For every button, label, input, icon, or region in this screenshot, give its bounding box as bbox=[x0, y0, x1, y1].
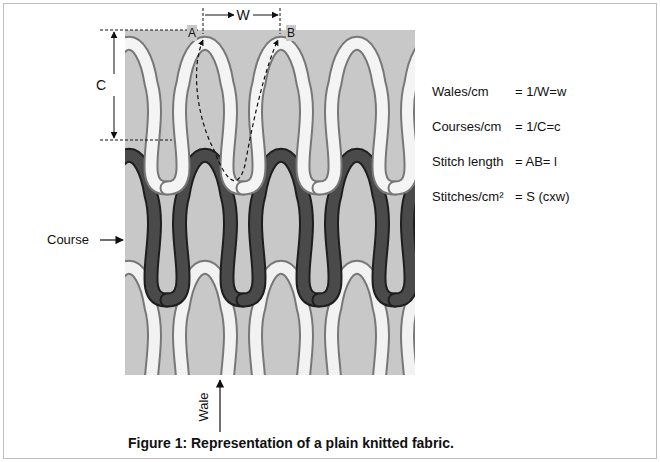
wale-arrow bbox=[219, 380, 220, 432]
knit-loop bbox=[243, 43, 319, 188]
knit-loop bbox=[319, 43, 395, 188]
figure-caption: Figure 1: Representation of a plain knit… bbox=[128, 434, 454, 452]
knit-loop bbox=[395, 43, 415, 188]
point-label: A bbox=[187, 25, 197, 41]
dimension-tick bbox=[100, 140, 172, 141]
fabric-ground bbox=[125, 30, 415, 375]
direction-label: Course bbox=[47, 232, 89, 248]
definition-value: = AB= l bbox=[515, 154, 557, 170]
dimension-arrow bbox=[205, 15, 234, 16]
definition-value: = 1/C=c bbox=[515, 119, 561, 135]
knit-loop bbox=[243, 43, 319, 188]
dimension-arrow bbox=[253, 15, 278, 16]
definition-term: Courses/cm bbox=[432, 119, 501, 135]
dimension-label: C bbox=[96, 77, 106, 93]
definition-value: = S (cxw) bbox=[515, 189, 570, 205]
knit-loop bbox=[319, 43, 395, 188]
definition-term: Wales/cm bbox=[432, 84, 489, 100]
definition-value: = 1/W=w bbox=[515, 84, 566, 100]
knit-loops bbox=[125, 43, 415, 375]
dimension-label: W bbox=[234, 7, 251, 23]
direction-label: Wale bbox=[196, 392, 212, 421]
knit-loop bbox=[125, 43, 167, 188]
definition-term: Stitches/cm² bbox=[432, 189, 504, 205]
definition-term: Stitch length bbox=[432, 154, 504, 170]
dimension-arrow bbox=[114, 32, 115, 74]
dimension-tick bbox=[203, 8, 204, 34]
stitch-length-path bbox=[197, 40, 278, 181]
dimension-tick bbox=[100, 30, 200, 31]
dimension-arrow bbox=[114, 96, 115, 138]
knit-loop bbox=[395, 43, 415, 188]
figure-border bbox=[4, 4, 657, 459]
point-label: B bbox=[286, 25, 296, 41]
dimension-tick bbox=[280, 8, 281, 34]
knit-loop bbox=[125, 43, 167, 188]
course-arrow bbox=[100, 239, 123, 240]
knit-loop bbox=[167, 43, 243, 188]
knit-loop bbox=[167, 43, 243, 188]
